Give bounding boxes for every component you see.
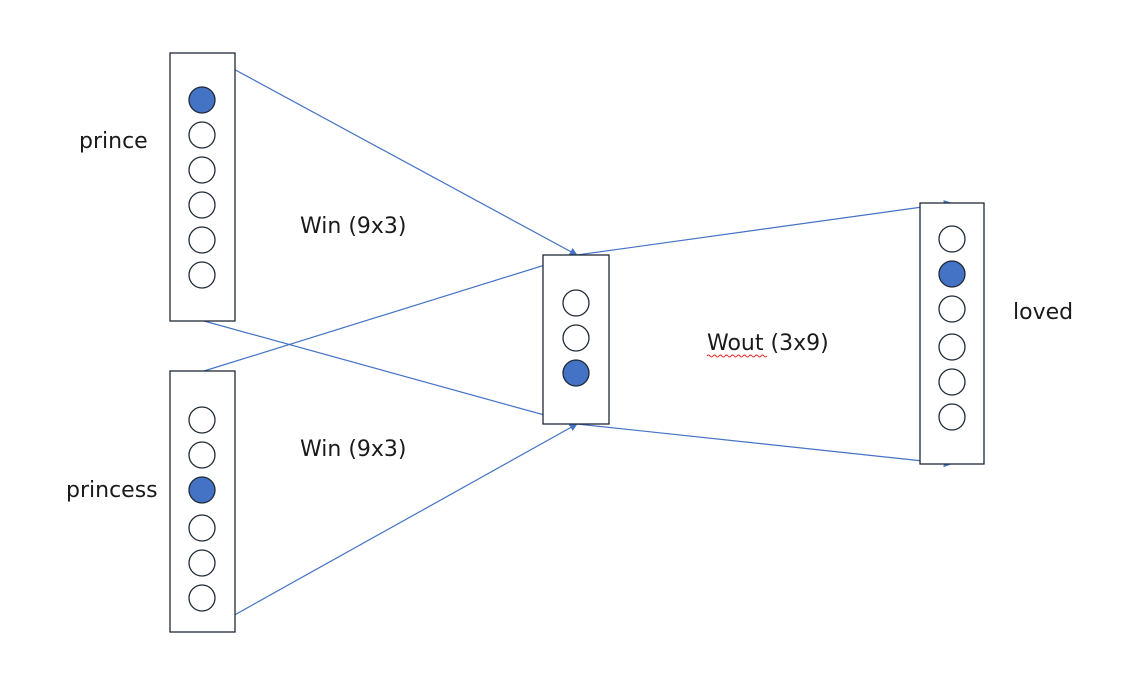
edge-princess-to-hidden-bottom — [203, 423, 578, 633]
output-vector — [919, 202, 985, 465]
spellcheck-underline — [706, 354, 768, 358]
edge-hidden-to-output-bottom — [576, 423, 952, 468]
output-node — [938, 368, 966, 396]
hidden-node — [562, 359, 590, 387]
output-node — [938, 295, 966, 323]
princess-node — [188, 441, 216, 469]
wout-label: Wout (3x9) — [707, 331, 829, 356]
prince-node — [188, 86, 216, 114]
edge-princess-to-hidden-top — [203, 253, 578, 372]
output-node — [938, 260, 966, 288]
prince-node — [188, 261, 216, 289]
princess-node — [188, 514, 216, 542]
edge-prince-to-hidden-bottom — [203, 320, 578, 426]
princess-label: princess — [66, 478, 158, 503]
princess-node — [188, 476, 216, 504]
win-top-label: Win (9x3) — [300, 214, 407, 239]
edge-prince-to-hidden-top — [203, 52, 578, 256]
princess-node — [188, 549, 216, 577]
edge-hidden-to-output-top — [576, 200, 952, 256]
prince-node — [188, 226, 216, 254]
output-node — [938, 333, 966, 361]
output-node — [938, 403, 966, 431]
edges — [203, 52, 952, 633]
output-node — [938, 225, 966, 253]
win-bottom-label: Win (9x3) — [300, 437, 407, 462]
loved-label: loved — [1013, 300, 1073, 325]
prince-node — [188, 121, 216, 149]
prince-node — [188, 191, 216, 219]
princess-node — [188, 406, 216, 434]
prince-label: prince — [79, 129, 148, 154]
princess-node — [188, 584, 216, 612]
hidden-node — [562, 289, 590, 317]
princess-vector — [169, 370, 236, 633]
hidden-node — [562, 324, 590, 352]
hidden-vector — [542, 254, 610, 425]
prince-node — [188, 156, 216, 184]
prince-vector — [169, 52, 236, 322]
